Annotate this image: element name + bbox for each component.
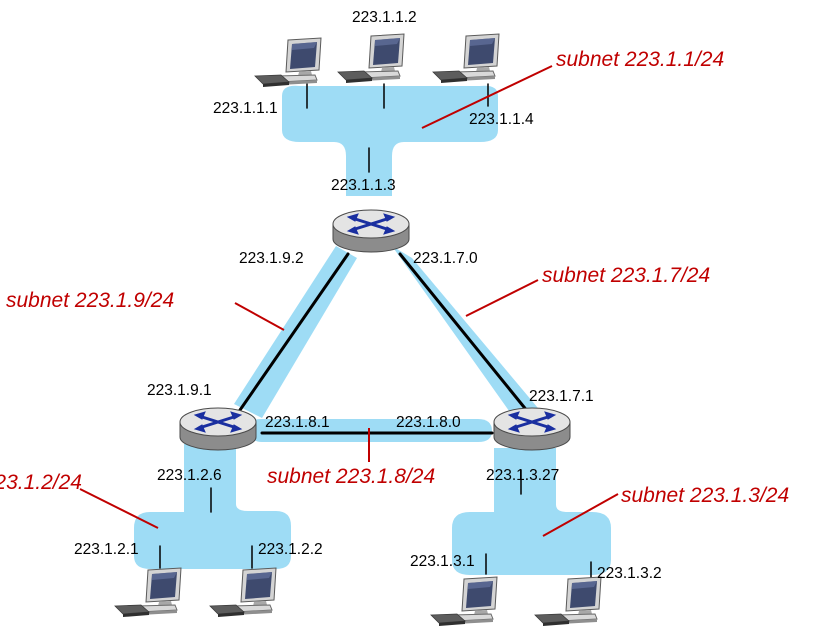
pointer-223-1-2 [79, 488, 159, 529]
address-label: 223.1.1.3 [331, 177, 396, 194]
address-label: 223.1.3.1 [410, 553, 475, 570]
pointer-223-1-7 [465, 279, 539, 317]
subnet-pointer-lines [79, 65, 619, 537]
subnet-labels: subnet 223.1.1/24 subnet 223.1.7/24 subn… [0, 48, 789, 507]
address-label: 223.1.2.1 [74, 541, 139, 558]
address-label: 223.1.3.2 [597, 565, 662, 582]
subnet-label: subnet 223.1.9/24 [6, 289, 174, 312]
address-label: 223.1.9.2 [239, 250, 304, 267]
subnet-label: subnet 223.1.7/24 [542, 264, 710, 287]
subnet-label: subnet 223.1.8/24 [267, 465, 435, 488]
address-label: 223.1.1.2 [352, 9, 417, 26]
router-icon [331, 208, 411, 254]
routers [178, 208, 572, 452]
computer-icon [209, 567, 277, 618]
subnet-label: subnet 223.1.1/24 [556, 48, 724, 71]
address-label: 223.1.2.2 [258, 541, 323, 558]
pointer-223-1-9 [234, 302, 285, 331]
subnet-region-223-1-2 [134, 444, 291, 569]
computer-icon [114, 567, 182, 618]
address-label: 223.1.7.1 [529, 388, 594, 405]
address-label: 223.1.7.0 [413, 250, 478, 267]
network-links [159, 83, 592, 581]
pointer-223-1-1 [421, 65, 553, 129]
computer-icon [254, 37, 322, 88]
address-label: 223.1.2.6 [157, 467, 222, 484]
address-label: 223.1.8.1 [265, 414, 330, 431]
subnet-label: subnet 223.1.2/24 [0, 471, 82, 494]
subnet-region-223-1-8 [250, 419, 492, 442]
address-labels: 223.1.1.2 223.1.1.1 223.1.1.4 223.1.1.3 … [74, 9, 662, 582]
address-label: 223.1.9.1 [147, 382, 212, 399]
router-icon [178, 406, 258, 452]
address-label: 223.1.8.0 [396, 414, 461, 431]
pointer-223-1-3 [542, 493, 619, 537]
subnet-regions [134, 85, 611, 575]
link-223-1-7 [398, 252, 530, 414]
computer-icon [534, 576, 602, 627]
address-label: 223.1.3.27 [486, 467, 559, 484]
router-icon [492, 406, 572, 452]
subnet-label: subnet 223.1.3/24 [621, 484, 789, 507]
computer-icon [337, 33, 405, 84]
computer-icon [430, 576, 498, 627]
subnet-region-223-1-1 [282, 85, 498, 196]
address-label: 223.1.1.4 [469, 111, 534, 128]
computer-icon [432, 33, 500, 84]
subnet-region-223-1-3 [452, 448, 611, 575]
address-label: 223.1.1.1 [213, 100, 278, 117]
link-223-1-9 [238, 252, 350, 412]
